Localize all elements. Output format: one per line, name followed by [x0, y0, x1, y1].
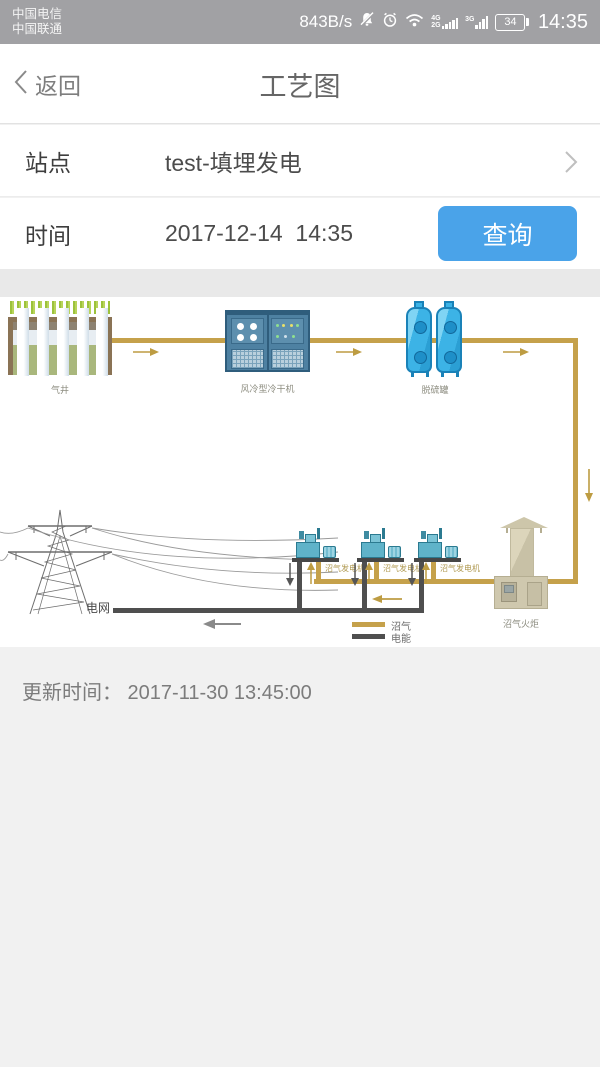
- biogas-pipe-bottom: [314, 579, 578, 584]
- biogas-riser: [374, 560, 379, 582]
- time-value[interactable]: 2017-12-14 14:35: [165, 220, 353, 246]
- station-value: test-填埋发电: [165, 149, 302, 176]
- arrow-up-icon: [306, 562, 316, 589]
- legend-biogas-swatch: [352, 622, 385, 627]
- clock-time: 14:35: [537, 10, 588, 33]
- mute-icon: [359, 12, 375, 32]
- generator-label: 沼气发电机: [325, 564, 365, 573]
- power-drop-line: [297, 560, 302, 613]
- arrow-right-icon: [336, 344, 362, 362]
- carrier-names: 中国电信 中国联通: [12, 7, 62, 37]
- generator-label: 沼气发电机: [383, 564, 423, 573]
- torch-cap: [500, 517, 548, 528]
- power-grid-label: 电网: [86, 601, 111, 615]
- wifi-icon: [405, 13, 424, 32]
- back-label: 返回: [35, 73, 81, 99]
- alarm-icon: [382, 12, 398, 33]
- status-bar: 中国电信 中国联通 843B/s: [0, 0, 600, 44]
- carrier-2: 中国联通: [12, 22, 63, 36]
- station-label: 站点: [25, 149, 71, 176]
- arrow-right-icon: [133, 344, 159, 362]
- legend-biogas-label: 沼气: [391, 622, 411, 633]
- biogas-torch: [494, 576, 548, 609]
- desulfurizer-tanks: [406, 297, 464, 383]
- gas-well-label: 气井: [50, 385, 69, 395]
- spacer-band: [0, 269, 600, 297]
- generator-platform: [414, 558, 461, 562]
- arrow-up-icon: [364, 562, 374, 589]
- update-time: 更新时间： 2017-11-30 13:45:00: [22, 682, 312, 704]
- biogas-generator: [296, 528, 336, 558]
- chevron-left-icon: [14, 69, 28, 100]
- network-speed: 843B/s: [299, 12, 353, 31]
- generator-platform: [292, 558, 339, 562]
- biogas-generator: [418, 528, 458, 558]
- arrow-left-icon: [203, 617, 241, 635]
- biogas-generator: [361, 528, 401, 558]
- battery-icon: 34: [495, 13, 529, 31]
- power-drop-line: [419, 560, 424, 613]
- chevron-right-icon: [565, 150, 578, 179]
- biogas-pipe-top: [110, 338, 578, 343]
- power-line-bus: [113, 608, 421, 613]
- gas-well: [8, 308, 112, 376]
- station-row[interactable]: 站点 test-填埋发电: [0, 125, 600, 197]
- signal-3g-icon: 3G: [465, 15, 489, 29]
- dryer: [225, 310, 310, 372]
- power-grid-tower: [0, 509, 339, 615]
- generator-platform: [357, 558, 404, 562]
- legend-power-label: 电能: [391, 634, 411, 645]
- biogas-pipe-right: [573, 338, 578, 584]
- torch-label: 沼气火炬: [502, 619, 539, 629]
- arrow-down-icon: [350, 563, 360, 592]
- biogas-riser: [316, 560, 321, 582]
- time-label: 时间: [25, 222, 71, 249]
- dryer-label: 风冷型冷干机: [240, 384, 295, 394]
- nav-bar: 工艺图 返回: [0, 44, 600, 124]
- arrow-down-icon: [285, 563, 295, 592]
- arrow-down-icon: [407, 563, 417, 592]
- arrow-right-icon: [503, 344, 529, 362]
- desulfurizer-label: 脱硫罐: [421, 385, 449, 395]
- arrow-left-icon: [372, 591, 402, 609]
- legend-power-swatch: [352, 634, 385, 639]
- carrier-1: 中国电信: [12, 7, 63, 21]
- back-button[interactable]: 返回: [14, 44, 81, 124]
- time-row: 时间 2017-12-14 14:35 查询: [0, 198, 600, 269]
- arrow-down-icon: [584, 469, 594, 508]
- query-button[interactable]: 查询: [438, 206, 577, 261]
- page-title: 工艺图: [259, 71, 341, 102]
- arrow-up-icon: [421, 562, 431, 589]
- generator-label: 沼气发电机: [440, 564, 480, 573]
- power-drop-line: [362, 560, 367, 613]
- torch-chimney: [510, 528, 534, 577]
- process-diagram: 气井 风冷型冷干机: [0, 297, 600, 647]
- battery-level: 34: [495, 13, 526, 31]
- biogas-riser: [431, 560, 436, 582]
- status-icons: 843B/s: [299, 11, 588, 34]
